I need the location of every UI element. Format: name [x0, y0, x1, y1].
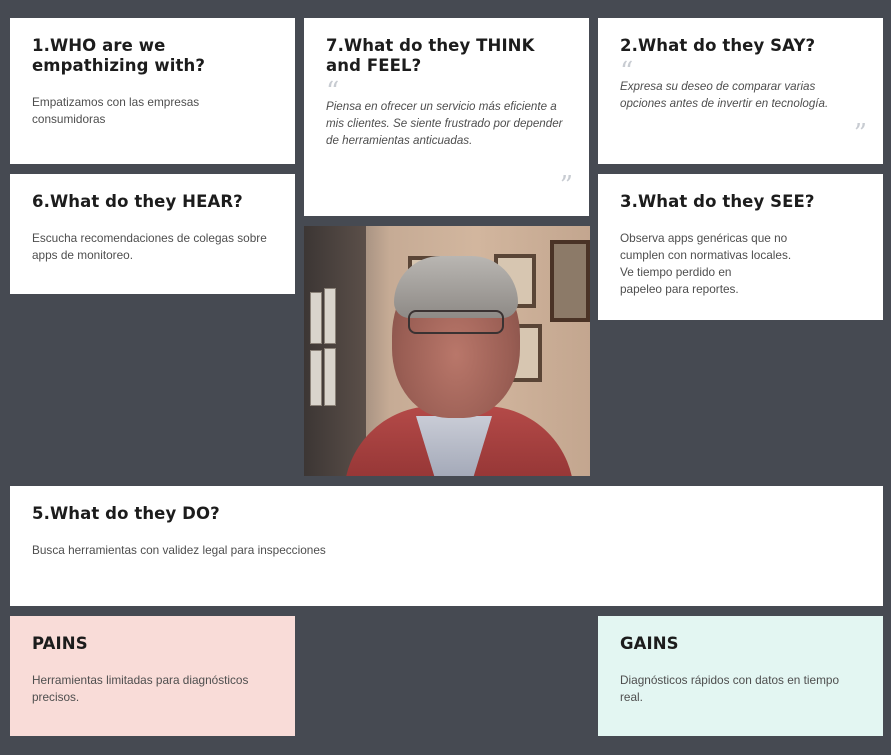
card-hear: 6.What do they HEAR? Escucha recomendaci…: [10, 174, 295, 294]
see-line: Observa apps genéricas que no: [620, 231, 788, 245]
open-quote-icon: “: [326, 77, 340, 107]
close-quote-icon: ”: [559, 171, 573, 201]
hear-title: 6.What do they HEAR?: [32, 192, 243, 211]
card-say: 2.What do they SAY? “ Expresa su deseo d…: [598, 18, 883, 164]
see-title: 3.What do they SEE?: [620, 192, 815, 211]
see-body: Observa apps genéricas que no cumplen co…: [620, 230, 861, 298]
close-quote-icon: ”: [853, 119, 867, 149]
card-see: 3.What do they SEE? Observa apps genéric…: [598, 174, 883, 320]
who-body: Empatizamos con las empresas consumidora…: [32, 95, 200, 126]
say-title: 2.What do they SAY?: [620, 36, 816, 55]
card-think-feel: 7.What do they THINK and FEEL? “ Piensa …: [304, 18, 589, 216]
wall-frame: [550, 240, 590, 322]
gains-title: GAINS: [620, 634, 679, 653]
hear-body: Escucha recomendaciones de colegas sobre…: [32, 231, 267, 262]
card-gains: GAINS Diagnósticos rápidos con datos en …: [598, 616, 883, 736]
think-title: 7.What do they THINK and FEEL?: [326, 36, 535, 75]
pains-title: PAINS: [32, 634, 88, 653]
card-pains: PAINS Herramientas limitadas para diagnó…: [10, 616, 295, 736]
say-quote: Expresa su deseo de comparar varias opci…: [620, 80, 829, 110]
do-title: 5.What do they DO?: [32, 504, 220, 523]
do-body: Busca herramientas con validez legal par…: [32, 543, 326, 557]
open-quote-icon: “: [620, 57, 634, 87]
see-line: Ve tiempo perdido en: [620, 265, 732, 279]
gains-body: Diagnósticos rápidos con datos en tiempo…: [620, 673, 840, 704]
who-title: 1.WHO are we empathizing with?: [32, 36, 205, 75]
glasses: [408, 310, 504, 334]
think-quote: Piensa en ofrecer un servicio más eficie…: [326, 100, 563, 147]
pains-body: Herramientas limitadas para diagnósticos…: [32, 673, 249, 704]
see-line: cumplen con normativas locales.: [620, 248, 792, 262]
card-do: 5.What do they DO? Busca herramientas co…: [10, 486, 883, 606]
card-who: 1.WHO are we empathizing with? Empatizam…: [10, 18, 295, 164]
see-line: papeleo para reportes.: [620, 282, 739, 296]
participant-video[interactable]: [304, 226, 590, 476]
